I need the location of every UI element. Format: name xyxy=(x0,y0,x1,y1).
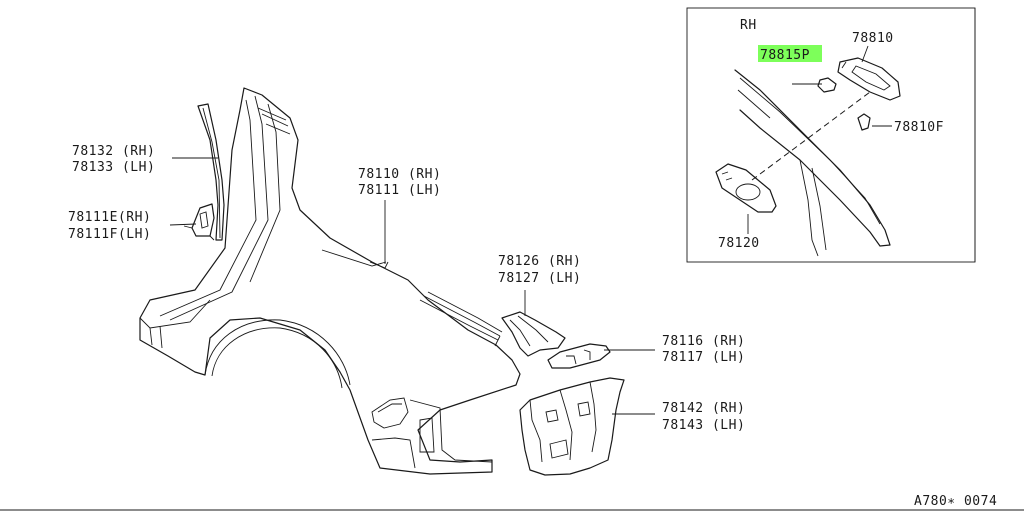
label-78810: 78810 xyxy=(852,31,894,46)
label-78116: 78116 (RH) xyxy=(662,334,745,349)
leader-lines xyxy=(169,157,655,415)
label-78127: 78127 (LH) xyxy=(498,271,581,286)
label-78815p: 78815P xyxy=(760,48,810,63)
gusset-part-78126 xyxy=(501,311,566,357)
part-labels: 78132 (RH) 78133 (LH) 78111E(RH) 78111F(… xyxy=(68,144,745,433)
diagram-code: A780∗ 0074 xyxy=(914,494,997,509)
inset-side-label: RH xyxy=(740,18,757,33)
label-78126: 78126 (RH) xyxy=(498,254,581,269)
label-78117: 78117 (LH) xyxy=(662,350,745,365)
bracket-part-78111e xyxy=(183,203,215,241)
inset-detail-rh: RH 78815P 78810 78810F 78120 xyxy=(686,7,976,263)
inset-frame xyxy=(686,7,976,263)
inner-panel-part-78142 xyxy=(519,377,625,476)
rear-fender-panel xyxy=(139,87,521,475)
bracket-part-78116 xyxy=(547,343,611,369)
pillar-strip-part xyxy=(197,103,225,241)
label-78120: 78120 xyxy=(718,236,760,251)
label-78132: 78132 (RH) xyxy=(72,144,155,159)
label-78111: 78111 (LH) xyxy=(358,183,441,198)
highlight-78815p xyxy=(758,45,822,62)
label-78133: 78133 (LH) xyxy=(72,160,155,175)
label-78110: 78110 (RH) xyxy=(358,167,441,182)
label-78810f: 78810F xyxy=(894,120,944,135)
label-78143: 78143 (LH) xyxy=(662,418,745,433)
label-78111e: 78111E(RH) xyxy=(68,210,151,225)
label-78111f: 78111F(LH) xyxy=(68,227,151,242)
label-78142: 78142 (RH) xyxy=(662,401,745,416)
